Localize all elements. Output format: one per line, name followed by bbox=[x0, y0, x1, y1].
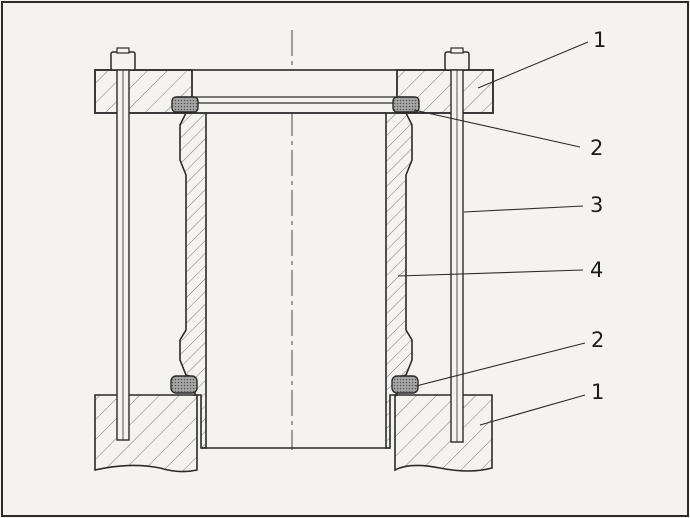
leader-tie-rod bbox=[463, 205, 584, 213]
top-flange bbox=[94, 69, 494, 114]
callout-1-bottom: 1 bbox=[591, 380, 605, 404]
tie-rods bbox=[110, 47, 470, 443]
leader-flange-top bbox=[477, 41, 589, 89]
leader-liner bbox=[397, 269, 584, 277]
callout-2-bottom: 2 bbox=[591, 328, 605, 352]
callout-1-top: 1 bbox=[593, 28, 607, 52]
bottom-seals bbox=[170, 375, 419, 394]
callout-3: 3 bbox=[590, 193, 604, 217]
leader-lines bbox=[397, 41, 589, 426]
leader-seal-bottom bbox=[415, 342, 586, 387]
top-seals bbox=[171, 96, 420, 113]
bottom-block bbox=[94, 394, 493, 473]
callout-4: 4 bbox=[590, 258, 604, 282]
callout-2-top: 2 bbox=[590, 136, 604, 160]
liner bbox=[179, 112, 413, 449]
leader-block bbox=[479, 394, 586, 426]
leader-seal-top bbox=[413, 109, 581, 148]
